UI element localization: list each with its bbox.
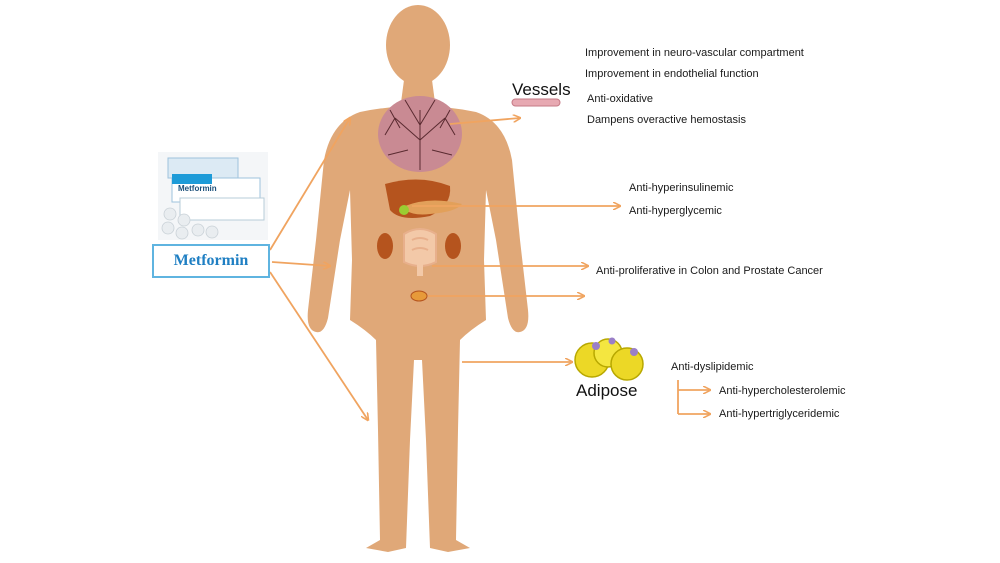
liver-effect-1: Anti-hyperinsulinemic xyxy=(629,182,734,194)
vessels-effect-4: Dampens overactive hemostasis xyxy=(587,114,746,126)
vessels-effect-3: Anti-oxidative xyxy=(587,93,654,105)
package-label: Metformin xyxy=(178,184,217,193)
adipose-heading: Adipose xyxy=(576,381,638,400)
vessel-icon xyxy=(511,98,561,107)
adipose-effect-sub-2: Anti-hypertriglyceridemic xyxy=(719,408,840,420)
human-body-silhouette xyxy=(307,5,529,552)
metformin-label-box: Metformin xyxy=(152,244,270,278)
vessel-tree-icon xyxy=(378,96,462,172)
vessels-effect-2: Improvement in endothelial function xyxy=(585,68,759,80)
arrow-to-vessels xyxy=(449,118,520,125)
colon-effect: Anti-proliferative in Colon and Prostate… xyxy=(596,265,823,277)
arrow-drug-to-abdomen xyxy=(271,261,330,266)
adipose-cells-icon xyxy=(574,337,644,381)
metformin-label: Metformin xyxy=(173,252,249,269)
vessels-heading: Vessels xyxy=(512,80,571,99)
prostate-icon xyxy=(410,290,428,302)
arrow-drug-to-chest xyxy=(269,118,350,251)
metformin-package-image xyxy=(158,152,268,240)
arrow-drug-to-legs xyxy=(269,271,368,420)
liver-effect-2: Anti-hyperglycemic xyxy=(629,205,722,217)
kidneys-intestine-icon xyxy=(377,228,461,276)
vessels-effect-1: Improvement in neuro-vascular compartmen… xyxy=(585,47,804,59)
adipose-effect-main: Anti-dyslipidemic xyxy=(671,361,754,373)
liver-pancreas-icon xyxy=(385,179,462,218)
adipose-effect-sub-1: Anti-hypercholesterolemic xyxy=(719,385,846,397)
